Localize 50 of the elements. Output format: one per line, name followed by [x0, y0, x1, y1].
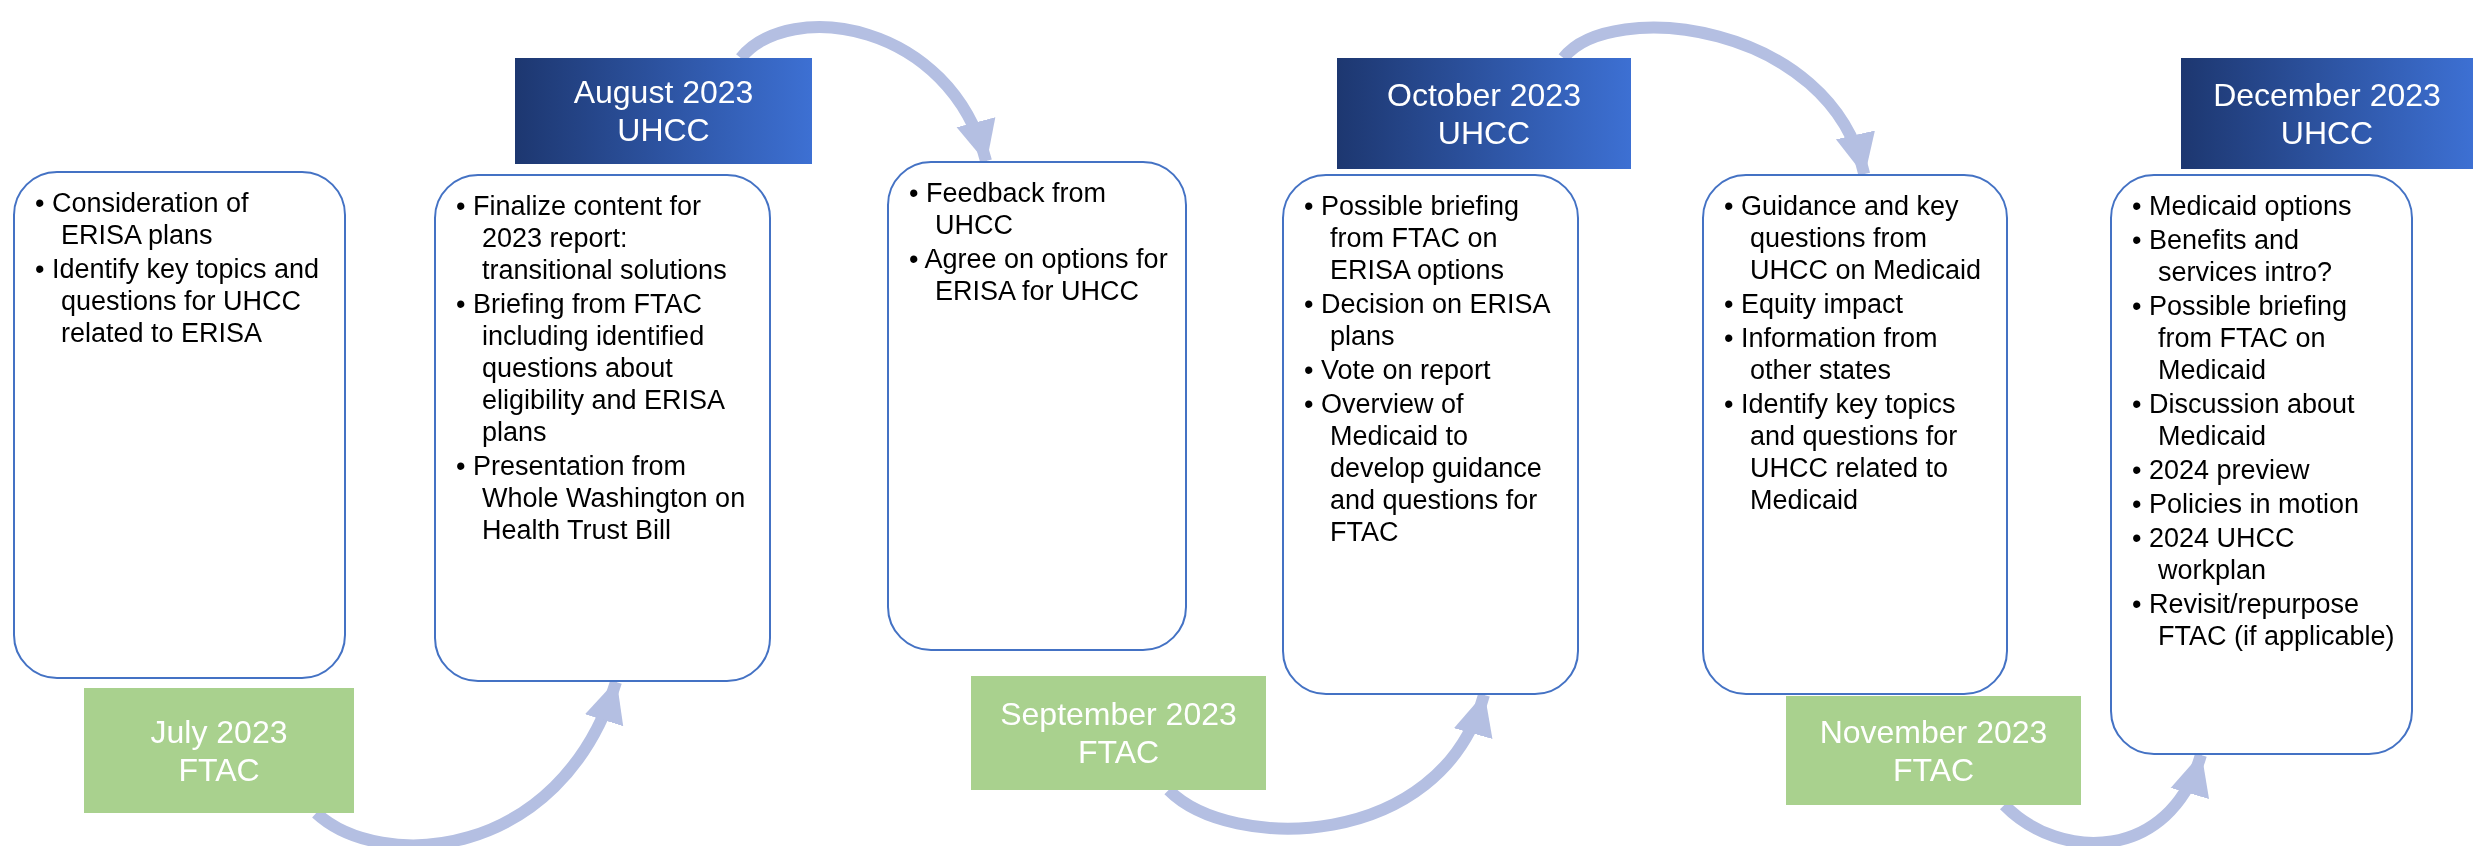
committee-label: FTAC	[178, 750, 260, 789]
bullet-item: • Benefits and services intro?	[2132, 224, 2334, 288]
bullet-item: • Overview of Medicaid to develop guidance and questions for FTAC	[1304, 388, 1543, 548]
month-tab	[84, 688, 354, 813]
bullet-item: • Finalize content for 2023 report: transitional solutions	[456, 190, 728, 286]
bullet-item: • Revisit/repurpose FTAC (if applicable)	[2132, 588, 2396, 652]
bullet-item: • Vote on report	[1304, 354, 1492, 386]
month-label: November 2023	[1819, 712, 2048, 751]
bullet-item: • Briefing from FTAC including identified questions about eligibility and ERISA plans	[456, 288, 726, 448]
bullet-item: • Possible briefing from FTAC on ERISA options	[1304, 190, 1521, 286]
bullet-item: • Identify key topics and questions for UHCC related to ERISA	[35, 253, 321, 349]
month-label: September 2023	[1000, 695, 1237, 733]
bullet-item: • Agree on options for ERISA for UHCC	[909, 243, 1169, 307]
month-label: October 2023	[1387, 75, 1581, 114]
month-tab	[2181, 58, 2473, 169]
bullet-item: • Guidance and key questions from UHCC on Medicaid	[1724, 190, 1983, 286]
bullet-item: • Decision on ERISA plans	[1304, 288, 1551, 352]
curved-arrow	[312, 679, 622, 846]
agenda-card	[887, 161, 1187, 651]
agenda-card	[1282, 174, 1579, 695]
curved-arrow	[1164, 692, 1490, 835]
committee-label: UHCC	[1437, 113, 1531, 152]
bullet-item: • Policies in motion	[2132, 488, 2361, 520]
curved-arrow	[2000, 752, 2207, 846]
bullet-item: • Equity impact	[1724, 288, 1905, 320]
bullet-item: • Presentation from Whole Washington on Health Trust Bill	[456, 450, 747, 546]
bullet-item: • Medicaid options	[2132, 190, 2353, 222]
bullet-item: • 2024 UHCC workplan	[2132, 522, 2296, 586]
bullet-item: • 2024 preview	[2132, 454, 2311, 486]
committee-label: FTAC	[1892, 750, 1975, 789]
committee-label: FTAC	[1077, 733, 1160, 771]
bullet-item: • Possible briefing from FTAC on Medicaid	[2132, 290, 2349, 386]
agenda-card	[1702, 174, 2008, 695]
agenda-card	[434, 174, 771, 682]
committee-label: UHCC	[617, 111, 710, 149]
month-tab	[515, 58, 812, 164]
agenda-card	[13, 171, 346, 679]
bullet-item: • Identify key topics and questions for UHCC related to Medicaid	[1724, 388, 1959, 516]
month-tab	[1786, 696, 2081, 805]
month-label: August 2023	[573, 73, 754, 111]
bullet-item: • Feedback from UHCC	[909, 177, 1108, 241]
agenda-card	[2110, 174, 2413, 755]
month-tab	[971, 676, 1266, 790]
bullet-item: • Consideration of ERISA plans	[35, 187, 250, 251]
month-label: December 2023	[2213, 75, 2441, 114]
month-tab	[1337, 58, 1631, 169]
month-label: July 2023	[150, 712, 288, 751]
committee-label: UHCC	[2280, 113, 2374, 152]
bullet-item: • Information from other states	[1724, 322, 1939, 386]
bullet-item: • Discussion about Medicaid	[2132, 388, 2356, 452]
